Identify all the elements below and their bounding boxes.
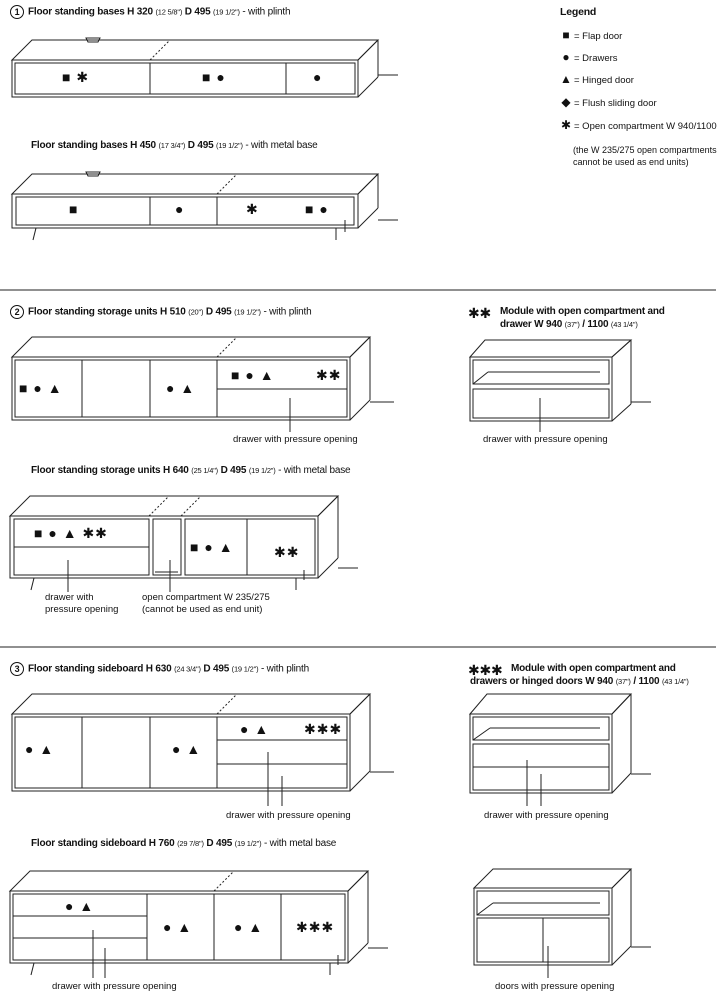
caption: drawer with pressure opening [226,810,351,821]
cabinet-symbols: ✱ [246,201,259,217]
subsection-title: Floor standing bases H 450 (17 3/4") D 4… [31,140,318,151]
cabinet-symbols: ■ ● ▲ [231,367,275,383]
caption: pressure opening [45,604,119,615]
cabinet-symbols: ● ▲ [65,898,95,914]
caption: drawer with [45,592,94,603]
section-number: 2 [10,305,24,319]
cabinet-symbols: ■ [69,201,79,217]
cabinet-drawing [10,693,394,806]
cabinet-symbols: ● [313,69,323,85]
module-drawing [472,868,651,978]
legend-item: ■= Flap door [562,28,623,42]
cabinet-symbols: ✱✱ [274,544,300,560]
cabinet-drawing [10,336,394,432]
cabinet-symbols: ✱✱✱ [304,721,343,737]
caption: open compartment W 235/275 [142,592,270,603]
cabinet-symbols: ● ▲ [163,919,193,935]
section-number: 1 [10,5,24,19]
legend-item: ▲= Hinged door [560,72,634,86]
module-title: drawers or hinged doors W 940 (37") / 11… [470,676,689,687]
cabinet-drawing [8,870,388,978]
cabinet-symbols: ■ ● [202,69,226,85]
cabinet-symbols: ● ▲ [166,380,196,396]
cabinet-symbols: ✱✱✱ [296,919,335,935]
module-title: Module with open compartment and [500,306,665,317]
cabinet-symbols: ● ▲ [172,741,202,757]
cabinet-symbols: ● [175,201,185,217]
legend-note: (the W 235/275 open compartments [573,145,717,155]
cabinet-symbols: ✱✱ [316,367,342,383]
caption: (cannot be used as end unit) [142,604,263,615]
cabinet-symbols: ■ ● ▲ [19,380,63,396]
cabinet-symbols: ■ ● ▲ [190,539,234,555]
cabinet-symbols: ■ ● ▲ ✱✱ [34,525,108,541]
cabinet-symbols: ■ ● [305,201,329,217]
module-title: drawer W 940 (37") / 1100 (43 1/4") [500,319,638,330]
module-title: Module with open compartment and [511,663,676,674]
caption: drawer with pressure opening [233,434,358,445]
module-drawing [468,693,651,806]
cabinet-drawing [10,171,398,241]
cabinet-drawing [8,495,358,592]
caption: drawer with pressure opening [483,434,608,445]
cabinet-symbols: ■ ✱ [62,69,90,85]
legend-item: ◆= Flush sliding door [561,95,657,109]
legend-item: ●= Drawers [562,50,618,64]
legend-title: Legend [560,6,597,18]
subsection-title: Floor standing sideboard H 760 (29 7/8")… [31,838,337,849]
section-number: 3 [10,662,24,676]
cabinet-symbols: ● ▲ [25,741,55,757]
caption: doors with pressure opening [495,981,615,992]
module-drawing [468,339,651,432]
caption: drawer with pressure opening [52,981,177,992]
cabinet-symbols: ● ▲ [240,721,270,737]
cabinet-symbols: ● ▲ [234,919,264,935]
cabinet-drawing [10,37,398,98]
legend-note: cannot be used as end units) [573,157,689,167]
subsection-title: Floor standing storage units H 640 (25 1… [31,465,351,476]
caption: drawer with pressure opening [484,810,609,821]
legend-item: ✱= Open compartment W 940/1100 [560,118,717,132]
module-stars: ✱✱ [468,305,492,321]
module-stars: ✱✱✱ [468,662,503,678]
